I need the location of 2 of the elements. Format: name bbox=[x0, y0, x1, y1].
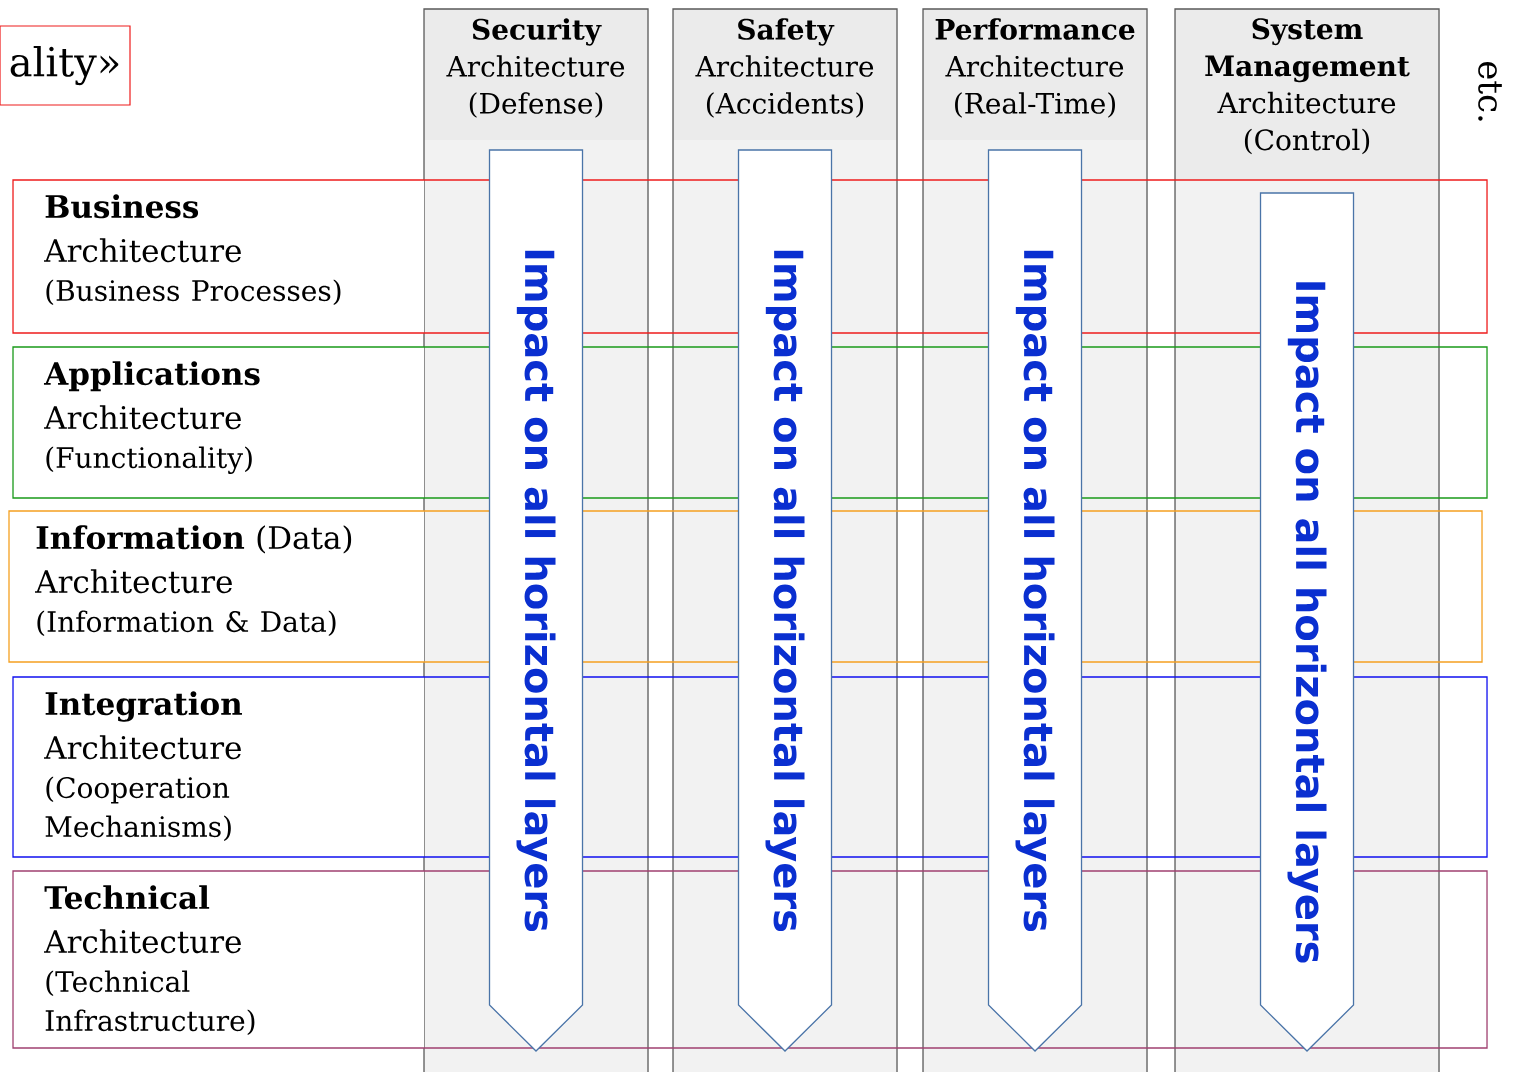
side-note: etc. bbox=[1478, 61, 1502, 121]
title-box: ality» bbox=[0, 25, 131, 106]
